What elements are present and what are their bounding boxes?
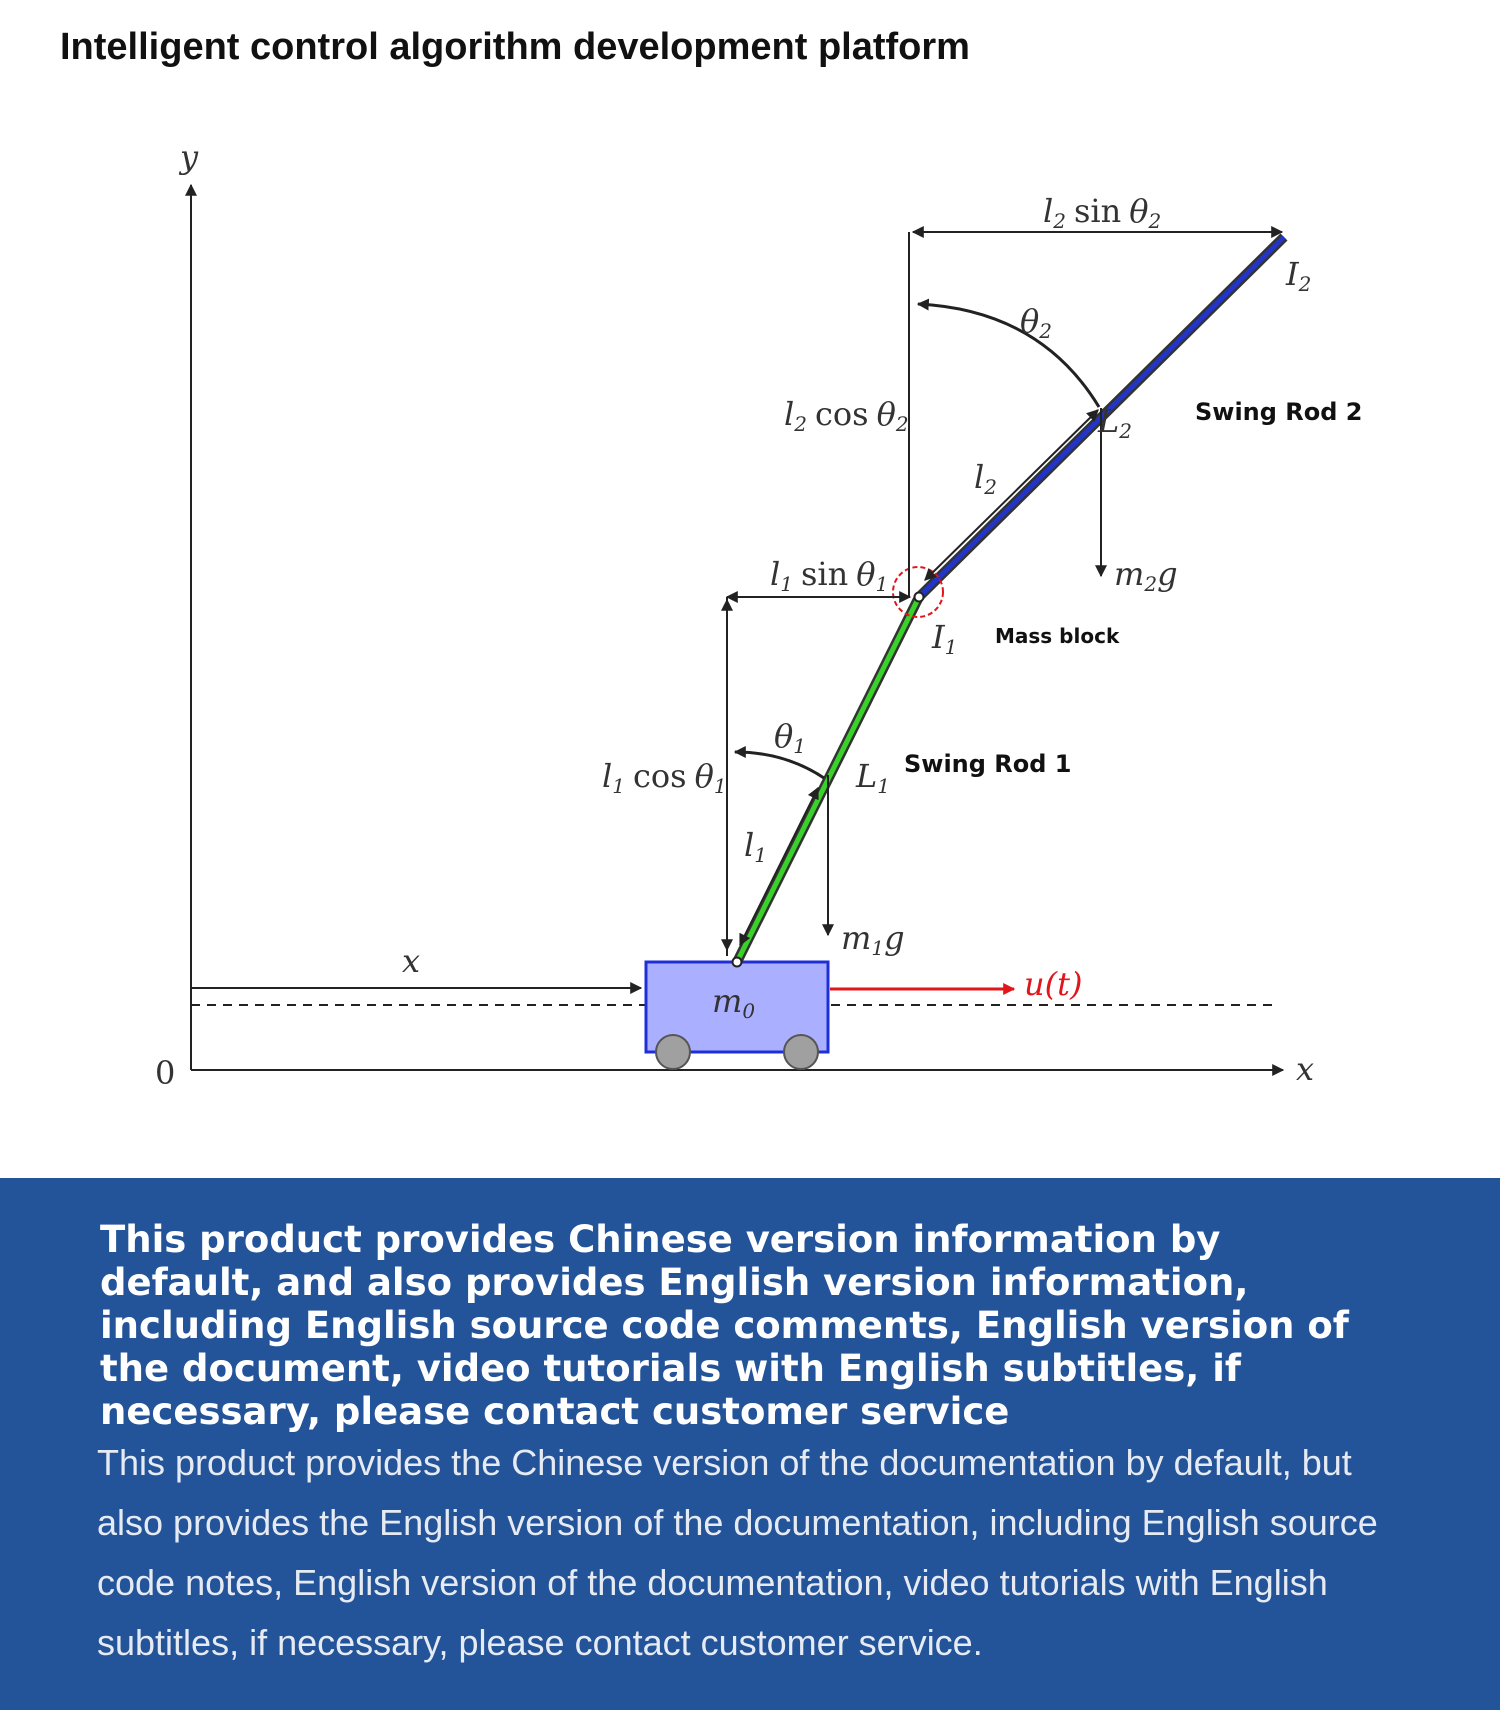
cart-wheel-left xyxy=(655,1034,691,1070)
rod1-length-label: L1 xyxy=(855,757,890,798)
rod2-half-length-label: l2 xyxy=(974,458,997,499)
rod2-half-length-arrow xyxy=(924,409,1099,581)
rod1-angle-arc xyxy=(733,746,825,780)
rod1-inertia-label: I1 xyxy=(931,618,957,659)
rod1-angle-label: θ1 xyxy=(774,717,806,758)
rod2-length-label: L2 xyxy=(1097,402,1132,443)
rod1-half-length-label: l1 xyxy=(744,826,767,867)
origin-label: 0 xyxy=(155,1054,175,1092)
page-title: Intelligent control algorithm developmen… xyxy=(60,26,970,68)
english-support-notice-regular: This product provides the Chinese versio… xyxy=(97,1442,1378,1663)
cart-position-label: x xyxy=(402,942,420,980)
swing-rod-1-label: Swing Rod 1 xyxy=(904,750,1072,778)
y-axis-label: y xyxy=(178,138,199,176)
cart-mass-label: m0 xyxy=(712,982,755,1023)
mass-block-highlight xyxy=(892,566,944,618)
force-label: u(t) xyxy=(1024,965,1082,1003)
rod1-weight-label: m1g xyxy=(841,919,905,960)
middle-hinge xyxy=(913,591,925,603)
swing-rod-2-label: Swing Rod 2 xyxy=(1195,398,1363,426)
info-panel: This product provides Chinese version in… xyxy=(0,1178,1500,1710)
rod2-angle-arc xyxy=(916,298,1101,408)
rod2-angle-label: θ2 xyxy=(1020,302,1052,343)
mass-block-label: Mass block xyxy=(995,624,1120,648)
x-axis-label: x xyxy=(1296,1050,1314,1088)
rod2-weight-label: m2g xyxy=(1114,555,1178,596)
rod1-half-length-arrow xyxy=(739,786,819,947)
rod2-inertia-label: I2 xyxy=(1285,255,1311,296)
cart-wheel-right xyxy=(783,1034,819,1070)
cart-hinge xyxy=(731,956,743,968)
english-support-notice-bold: This product provides Chinese version in… xyxy=(100,1218,1349,1433)
